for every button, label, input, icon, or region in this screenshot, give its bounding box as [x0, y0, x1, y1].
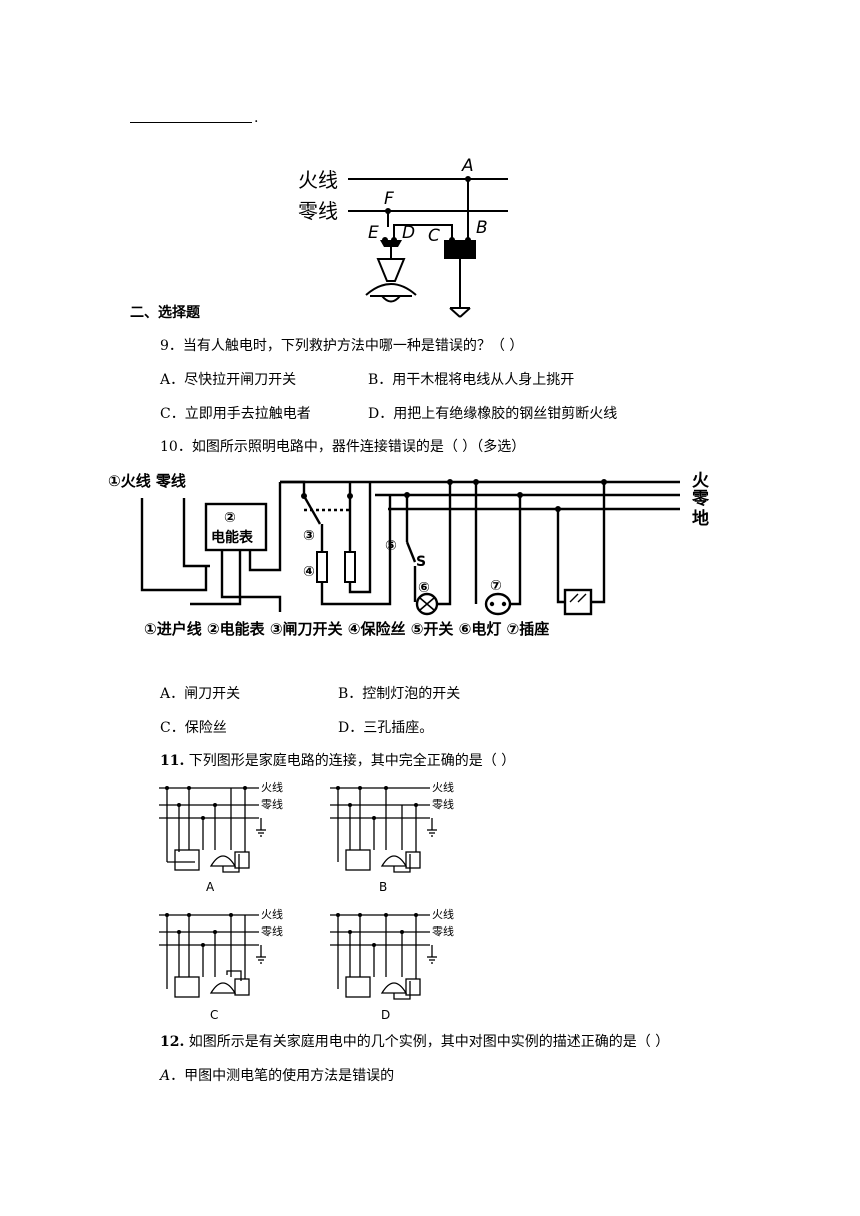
- fig10-top-left: ①火线 零线: [108, 472, 186, 490]
- q11-b-live: 火线: [432, 780, 454, 794]
- q11-d-live: 火线: [432, 907, 454, 921]
- fig10-label-s: S: [416, 554, 426, 570]
- q10-option-d: D．三孔插座。: [338, 720, 434, 736]
- q12-text: 如图所示是有关家庭用电中的几个实例，其中对图中实例的描述正确的是（ ）: [184, 1034, 670, 1050]
- q9-option-a: A．尽快拉开闸刀开关: [160, 372, 297, 388]
- q11-stem: 11. 下列图形是家庭电路的连接，其中完全正确的是（ ）: [160, 751, 515, 771]
- fig1-label-e: E: [368, 223, 379, 243]
- q11-d-neutral: 零线: [432, 924, 454, 938]
- q11-b-neutral: 零线: [432, 797, 454, 811]
- q12-option-a-text: ．甲图中测电笔的使用方法是错误的: [170, 1068, 395, 1084]
- q11-c-live: 火线: [261, 907, 283, 921]
- answer-blank: [130, 122, 252, 123]
- q11-diagram-b: 火线 零线 B: [330, 780, 454, 894]
- q11-diagram-a: 火线 零线 A: [159, 780, 283, 894]
- q12-option-a: A．甲图中测电笔的使用方法是错误的: [160, 1066, 394, 1086]
- q10-stem: 10．如图所示照明电路中，器件连接错误的是（ ）（多选）: [160, 439, 526, 455]
- fig10-right-neutral: 零: [691, 489, 710, 509]
- q10-option-a: A．闸刀开关: [160, 686, 241, 702]
- fig10-caption: ①进户线 ②电能表 ③闸刀开关 ④保险丝 ⑤开关 ⑥电灯 ⑦插座: [144, 620, 549, 638]
- fig1-label-a: A: [461, 156, 474, 176]
- q12-option-a-letter: A: [160, 1068, 171, 1084]
- fig10-right-ground: 地: [692, 508, 709, 529]
- fig10-meter-label: 电能表: [211, 529, 254, 546]
- fig1-neutral-label: 零线: [298, 199, 338, 223]
- fig10-label-6: ⑥: [418, 580, 430, 596]
- fig1-live-label: 火线: [298, 168, 338, 192]
- q11-c-neutral: 零线: [261, 924, 283, 938]
- fig10-label-5: ⑤: [385, 538, 397, 554]
- q11-diagram-d: 火线 零线 D: [330, 907, 454, 1022]
- fig1-label-d: D: [402, 223, 415, 243]
- figure-10-lighting-circuit: ①火线 零线 ② 电能表 火 零 地 ③ ④ ⑤ S ⑥ ⑦ ①进户线 ②电能表…: [108, 471, 710, 638]
- q11-a-label: A: [206, 880, 215, 894]
- q11-text: 下列图形是家庭电路的连接，其中完全正确的是（ ）: [184, 753, 516, 769]
- q11-b-label: B: [379, 880, 387, 894]
- q9-option-d: D．用把上有绝缘橡胶的钢丝钳剪断火线: [368, 406, 618, 422]
- q11-a-live: 火线: [261, 780, 283, 794]
- q11-c-label: C: [210, 1008, 218, 1022]
- fig10-label-7: ⑦: [490, 578, 502, 594]
- q11-diagram-c: 火线 零线 C: [159, 907, 283, 1022]
- q9-stem: 9．当有人触电时，下列救护方法中哪一种是错误的？（ ）: [160, 338, 524, 354]
- q9-option-b: B．用干木棍将电线从人身上挑开: [368, 372, 575, 388]
- q12-number: 12.: [160, 1034, 185, 1050]
- fig1-label-c: C: [428, 226, 440, 246]
- q10-option-c: C．保险丝: [160, 720, 227, 736]
- fig10-meter-num: ②: [224, 510, 236, 526]
- q11-a-neutral: 零线: [261, 797, 283, 811]
- q11-number: 11.: [160, 753, 185, 769]
- figure-1-circuit: 火线 零线 A F E D C B: [298, 156, 508, 318]
- q12-stem: 12. 如图所示是有关家庭用电中的几个实例，其中对图中实例的描述正确的是（ ）: [160, 1032, 669, 1052]
- fig10-right-live: 火: [692, 471, 710, 491]
- q10-option-b: B．控制灯泡的开关: [338, 686, 461, 702]
- fig1-label-f: F: [384, 189, 394, 209]
- fig1-label-b: B: [476, 218, 488, 238]
- q9-option-c: C．立即用手去拉触电者: [160, 406, 311, 422]
- section-title: 二、选择题: [130, 305, 200, 321]
- fig10-label-4: ④: [303, 564, 315, 580]
- blank-period: .: [254, 110, 259, 126]
- fig10-label-3: ③: [303, 528, 315, 544]
- q11-d-label: D: [381, 1008, 390, 1022]
